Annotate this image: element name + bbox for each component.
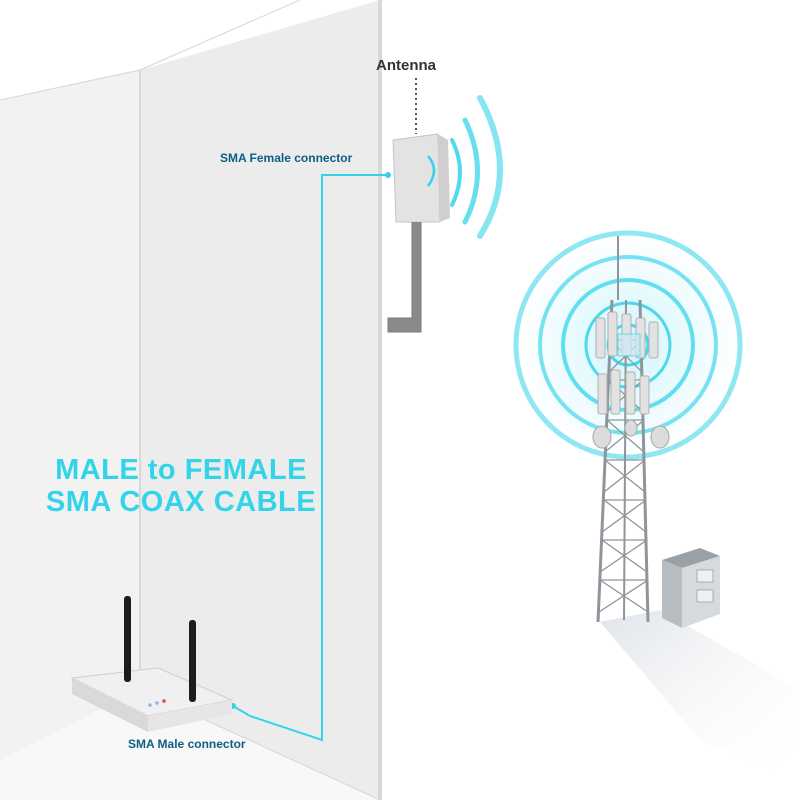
- male-connector-label: SMA Male connector: [128, 737, 246, 751]
- headline-line-2: SMA COAX CABLE: [45, 486, 317, 518]
- left-wall: [0, 70, 140, 760]
- back-wall: [140, 0, 380, 800]
- cell-tower-icon: [592, 236, 670, 623]
- router-icon: [70, 596, 234, 732]
- antenna-signal-icon: [450, 95, 503, 239]
- wall-edge: [378, 0, 382, 800]
- room-walls: [0, 0, 382, 800]
- equipment-cabinet-icon: [662, 548, 720, 628]
- headline-line-1: MALE to FEMALE: [55, 454, 307, 486]
- floor: [0, 690, 380, 800]
- antenna-label: Antenna: [376, 57, 436, 74]
- tower-shadow: [600, 610, 800, 780]
- female-connector-label: SMA Female connector: [220, 151, 353, 165]
- wall-top-ledge: [0, 0, 300, 100]
- panel-antenna-icon: [387, 78, 450, 333]
